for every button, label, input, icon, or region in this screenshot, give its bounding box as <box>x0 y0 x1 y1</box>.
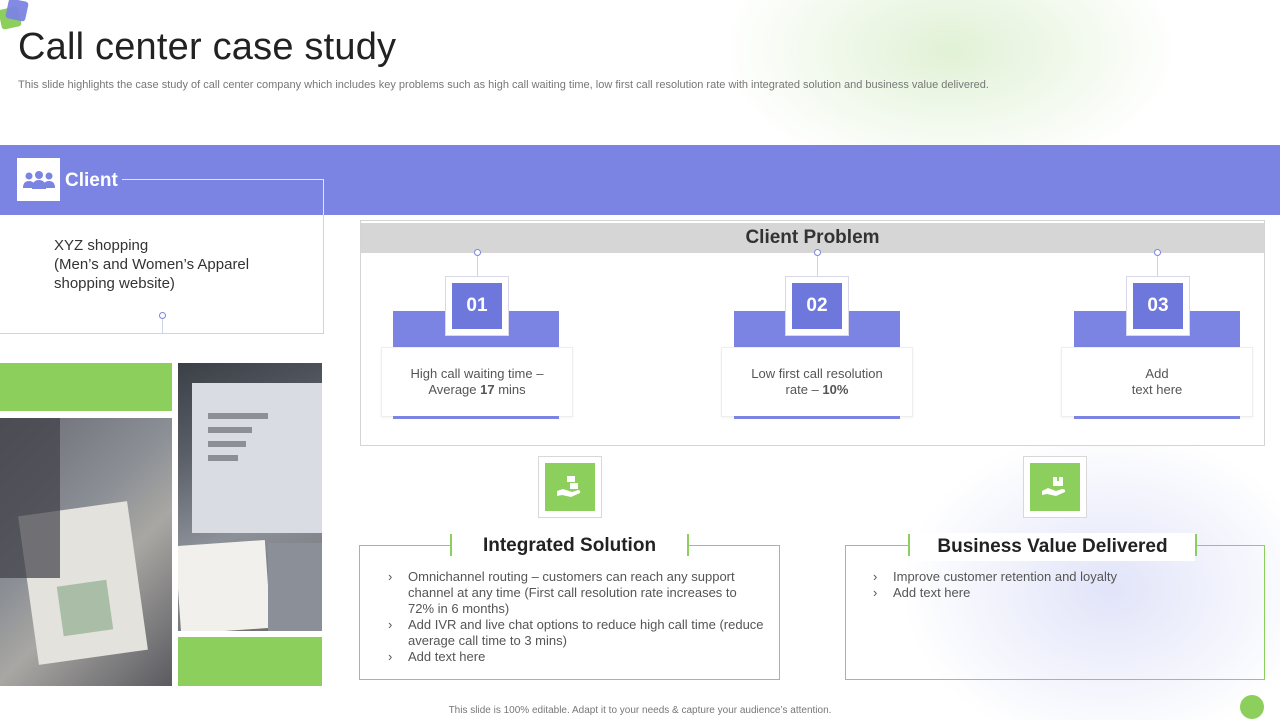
list-item: Omnichannel routing – customers can reac… <box>384 569 764 617</box>
list-item: Add IVR and live chat options to reduce … <box>384 617 764 649</box>
client-connector-line <box>122 179 324 180</box>
problem-3-underline <box>1074 416 1240 419</box>
problem-2-number-box: 02 <box>785 276 849 336</box>
footer-note: This slide is 100% editable. Adapt it to… <box>448 705 832 716</box>
problem-3-number-box: 03 <box>1126 276 1190 336</box>
client-connector-vertical <box>323 179 324 215</box>
problem-1-number-box: 01 <box>445 276 509 336</box>
integrated-solution-tick-right <box>687 534 689 556</box>
problem-3-number: 03 <box>1133 283 1183 329</box>
client-connector-dot <box>159 312 166 319</box>
client-band <box>0 145 1280 215</box>
client-problem-header: Client Problem <box>361 223 1264 253</box>
problem-2-underline <box>734 416 900 419</box>
list-item: Add text here <box>869 585 1249 601</box>
page-title: Call center case study <box>18 26 397 68</box>
problem-3-dot-line <box>1157 256 1158 276</box>
logo-square-blue <box>5 0 29 22</box>
client-detail-1: (Men’s and Women’s Apparel <box>54 256 250 273</box>
integrated-solution-tick-left <box>450 534 452 556</box>
hand-money-icon <box>545 463 595 511</box>
photo-person-writing <box>0 418 172 686</box>
client-dot-line <box>162 319 163 333</box>
users-icon <box>17 158 60 201</box>
page-subtitle: This slide highlights the case study of … <box>18 79 989 91</box>
business-value-icon-box <box>1023 456 1087 518</box>
problem-3-text-line1: Add <box>1145 366 1169 381</box>
photo-laptop <box>178 363 322 631</box>
hand-box-icon <box>1030 463 1080 511</box>
problem-2-dot <box>814 249 821 256</box>
problem-1-number: 01 <box>452 283 502 329</box>
problem-3-dot <box>1154 249 1161 256</box>
problem-2-dot-line <box>817 256 818 276</box>
client-box <box>0 215 324 334</box>
problem-1-underline <box>393 416 559 419</box>
list-item: Improve customer retention and loyalty <box>869 569 1249 585</box>
business-value-box <box>845 545 1265 680</box>
problem-1-dot-line <box>477 256 478 276</box>
problem-2-text-line2: rate – 10% <box>785 382 849 397</box>
problem-3-card: Add text here <box>1061 347 1253 417</box>
problem-3-text-line2: text here <box>1131 382 1183 397</box>
problem-2-text-line1: Low first call resolution <box>751 366 883 381</box>
corner-dot <box>1240 695 1264 719</box>
green-block-top-left <box>0 363 172 411</box>
integrated-solution-icon-box <box>538 456 602 518</box>
business-value-list: Improve customer retention and loyalty A… <box>869 569 1249 601</box>
problem-2-number: 02 <box>792 283 842 329</box>
problem-1-text-line2: Average 17 mins <box>428 382 526 397</box>
client-description: XYZ shopping (Men’s and Women’s Apparel … <box>54 236 304 293</box>
problem-1-card: High call waiting time – Average 17 mins <box>381 347 573 417</box>
client-label: Client <box>65 170 118 191</box>
integrated-solution-title: Integrated Solution <box>452 532 687 560</box>
business-value-title: Business Value Delivered <box>910 533 1195 561</box>
problem-2-card: Low first call resolution rate – 10% <box>721 347 913 417</box>
client-detail-2: shopping website) <box>54 275 175 292</box>
business-value-tick-right <box>1195 534 1197 556</box>
client-problem-title: Client Problem <box>745 227 880 248</box>
problem-1-dot <box>474 249 481 256</box>
integrated-solution-list: Omnichannel routing – customers can reac… <box>384 569 764 665</box>
problem-1-text-line1: High call waiting time – <box>410 366 544 381</box>
green-block-bottom <box>178 637 322 686</box>
business-value-tick-left <box>908 534 910 556</box>
list-item: Add text here <box>384 649 764 665</box>
client-name: XYZ shopping <box>54 237 149 254</box>
